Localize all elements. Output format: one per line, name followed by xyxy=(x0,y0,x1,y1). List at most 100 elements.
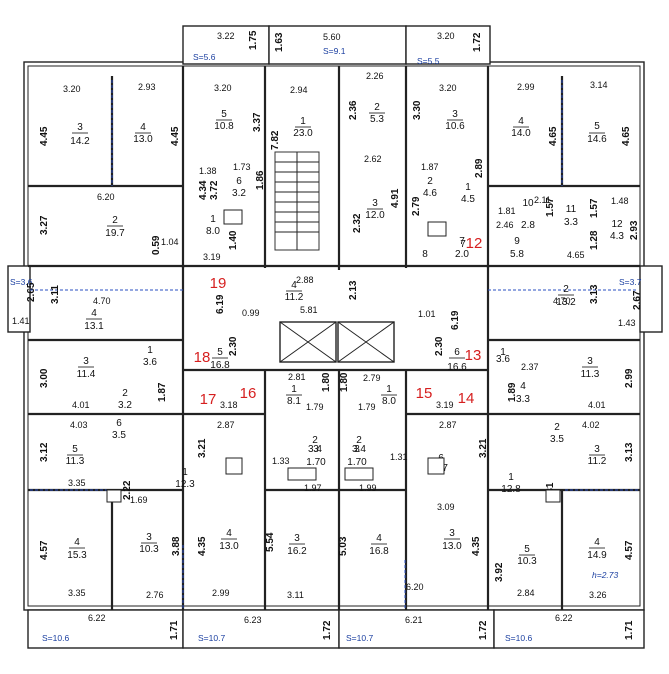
svg-text:4: 4 xyxy=(226,528,232,539)
svg-text:3.30: 3.30 xyxy=(412,100,423,120)
svg-text:4.01: 4.01 xyxy=(72,400,90,410)
svg-text:15.3: 15.3 xyxy=(67,550,87,561)
svg-text:2.37: 2.37 xyxy=(521,362,539,372)
svg-text:2: 2 xyxy=(554,422,560,433)
svg-text:10.3: 10.3 xyxy=(517,556,537,567)
svg-text:3.09: 3.09 xyxy=(437,502,455,512)
svg-text:5.54: 5.54 xyxy=(265,532,276,552)
svg-text:4.35: 4.35 xyxy=(197,536,208,556)
svg-text:2.89: 2.89 xyxy=(474,158,485,178)
svg-text:13.2: 13.2 xyxy=(556,297,576,308)
svg-text:3.19: 3.19 xyxy=(436,400,454,410)
svg-text:11.4: 11.4 xyxy=(77,369,96,380)
svg-text:4.45: 4.45 xyxy=(170,126,181,146)
sanitary-fixtures xyxy=(106,209,561,503)
svg-text:5.03: 5.03 xyxy=(338,536,349,556)
svg-text:2: 2 xyxy=(356,435,362,446)
vertical-dimension-labels: 4.45 4.45 3.37 7.82 2.36 3.30 4.65 4.65 … xyxy=(39,100,640,582)
svg-text:2.76: 2.76 xyxy=(146,590,164,600)
svg-text:1.57: 1.57 xyxy=(545,197,556,217)
svg-text:13.1: 13.1 xyxy=(84,321,104,332)
svg-text:7: 7 xyxy=(460,239,466,250)
svg-text:10.6: 10.6 xyxy=(445,121,465,132)
room-label-dividers xyxy=(67,112,605,556)
apartment-number: 17 xyxy=(200,391,217,408)
svg-text:3: 3 xyxy=(313,444,319,455)
svg-text:2: 2 xyxy=(563,284,569,295)
room-labels: 314.2 413.0 510.8 123.0 25.3 310.6 414.0… xyxy=(66,102,625,567)
svg-text:14.9: 14.9 xyxy=(587,550,607,561)
svg-text:8.1: 8.1 xyxy=(287,396,301,407)
balcony-right: S=3.7 2.67 1.43 xyxy=(618,265,663,333)
svg-text:3.20: 3.20 xyxy=(63,84,81,94)
svg-text:2.8: 2.8 xyxy=(521,220,535,231)
svg-text:2.26: 2.26 xyxy=(366,71,384,81)
svg-text:6.20: 6.20 xyxy=(406,582,424,592)
svg-text:4: 4 xyxy=(376,533,382,544)
svg-text:2.67: 2.67 xyxy=(632,290,643,310)
svg-text:1: 1 xyxy=(386,384,392,395)
svg-text:1.87: 1.87 xyxy=(421,162,439,172)
svg-text:3.20: 3.20 xyxy=(437,31,455,41)
svg-text:1.70: 1.70 xyxy=(306,457,326,468)
svg-text:2.30: 2.30 xyxy=(228,336,239,356)
svg-text:10.3: 10.3 xyxy=(139,544,159,555)
svg-text:3.92: 3.92 xyxy=(494,562,505,582)
svg-text:1.31: 1.31 xyxy=(390,452,408,462)
svg-text:0.99: 0.99 xyxy=(242,308,260,318)
svg-text:3.6: 3.6 xyxy=(496,354,510,365)
svg-text:13.0: 13.0 xyxy=(133,134,153,145)
svg-text:11.3: 11.3 xyxy=(581,369,600,380)
svg-text:12: 12 xyxy=(611,219,623,230)
svg-text:S=9.1: S=9.1 xyxy=(323,46,346,56)
svg-text:3.18: 3.18 xyxy=(220,400,238,410)
ceiling-height-note: h=2.73 xyxy=(592,570,619,580)
svg-text:8.0: 8.0 xyxy=(382,396,396,407)
svg-text:16.6: 16.6 xyxy=(447,362,467,373)
svg-text:6.22: 6.22 xyxy=(88,613,106,623)
svg-text:S=10.6: S=10.6 xyxy=(42,633,69,643)
apartment-number: 16 xyxy=(240,385,257,402)
svg-text:2.93: 2.93 xyxy=(138,82,156,92)
svg-text:2: 2 xyxy=(122,388,128,399)
svg-text:3: 3 xyxy=(449,528,455,539)
svg-text:1: 1 xyxy=(291,384,297,395)
balcony-bottom-1: 6.22 1.71 S=10.6 xyxy=(27,609,184,649)
svg-text:1.81: 1.81 xyxy=(498,206,516,216)
svg-text:1: 1 xyxy=(465,182,471,193)
apartment-number: 15 xyxy=(416,385,433,402)
svg-text:5: 5 xyxy=(524,544,530,555)
svg-text:3.13: 3.13 xyxy=(589,284,600,304)
svg-text:4: 4 xyxy=(91,308,97,319)
svg-text:3.4: 3.4 xyxy=(308,444,322,455)
svg-text:1.87: 1.87 xyxy=(157,382,168,402)
apartment-numbers: 12 19 18 13 17 16 15 14 xyxy=(194,235,483,408)
svg-text:3: 3 xyxy=(146,532,152,543)
svg-text:14.6: 14.6 xyxy=(587,134,607,145)
svg-text:3.11: 3.11 xyxy=(287,590,304,600)
svg-text:3.72: 3.72 xyxy=(209,180,220,200)
svg-text:3: 3 xyxy=(594,444,600,455)
svg-text:7: 7 xyxy=(459,236,465,247)
svg-text:4: 4 xyxy=(291,280,297,291)
svg-text:6.19: 6.19 xyxy=(450,310,461,330)
svg-text:2.46: 2.46 xyxy=(496,220,514,230)
svg-text:4: 4 xyxy=(74,537,80,548)
svg-text:1.72: 1.72 xyxy=(472,32,483,52)
svg-text:3: 3 xyxy=(354,444,360,455)
svg-text:3.88: 3.88 xyxy=(171,536,182,556)
balcony-top-center: 5.60 1.63 S=9.1 xyxy=(268,25,407,65)
apartment-number: 18 xyxy=(194,349,211,366)
svg-text:5.3: 5.3 xyxy=(370,114,384,125)
svg-text:2.79: 2.79 xyxy=(363,373,381,383)
apartment-number: 14 xyxy=(458,390,475,407)
apartment-number: 13 xyxy=(465,347,482,364)
svg-text:2.93: 2.93 xyxy=(629,220,640,240)
svg-text:3.13: 3.13 xyxy=(624,442,635,462)
svg-text:3.20: 3.20 xyxy=(439,83,457,93)
svg-text:4: 4 xyxy=(594,537,600,548)
svg-text:1.01: 1.01 xyxy=(418,309,436,319)
svg-text:2.81: 2.81 xyxy=(288,372,306,382)
svg-text:11: 11 xyxy=(566,204,577,215)
